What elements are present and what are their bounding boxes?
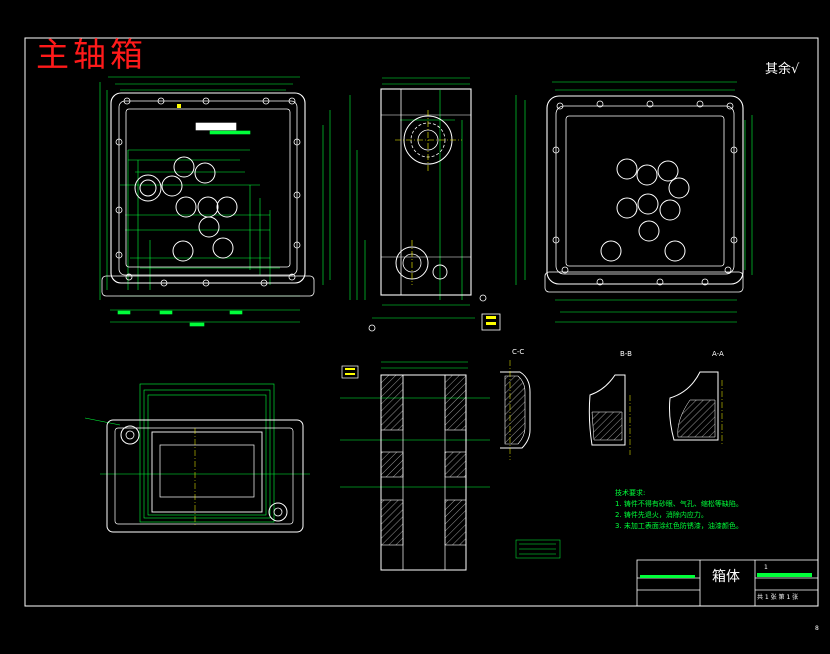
roughness-note: 其余√ bbox=[765, 58, 799, 77]
unfolded-section bbox=[340, 361, 561, 571]
drawing-frame bbox=[24, 37, 819, 607]
drawing-title: 主轴箱 bbox=[36, 35, 147, 74]
section-c-c bbox=[500, 360, 531, 460]
technical-requirements: 技术要求: 1. 铸件不得有砂眼、气孔、缩松等缺陷。 2. 铸件先退火，消除内应… bbox=[615, 488, 743, 532]
section-label-b-b: B-B bbox=[620, 350, 632, 358]
roughness-label: 其余 bbox=[765, 62, 792, 77]
tech-notes-title: 技术要求: bbox=[615, 489, 646, 497]
section-a-a bbox=[669, 371, 723, 445]
section-b-b bbox=[588, 374, 631, 455]
page-marker: 8 bbox=[815, 625, 819, 632]
section-label-a-a: A-A bbox=[712, 350, 724, 358]
front-view bbox=[99, 76, 331, 327]
side-view bbox=[349, 77, 501, 332]
bottom-view bbox=[84, 383, 310, 533]
rear-view bbox=[515, 81, 753, 323]
roughness-symbol-icon: √ bbox=[791, 62, 800, 77]
section-label-c-c: C-C bbox=[512, 348, 525, 356]
title-block bbox=[636, 559, 819, 607]
tech-note-1: 1. 铸件不得有砂眼、气孔、缩松等缺陷。 bbox=[615, 500, 743, 508]
part-name: 箱体 bbox=[712, 569, 740, 585]
scale-value: 1 bbox=[764, 564, 768, 571]
tech-note-2: 2. 铸件先退火，消除内应力。 bbox=[615, 511, 708, 519]
tech-note-3: 3. 未加工表面涂红色防锈漆，油漆颜色。 bbox=[615, 522, 743, 530]
sheet-info: 共 1 张 第 1 张 bbox=[757, 594, 799, 601]
